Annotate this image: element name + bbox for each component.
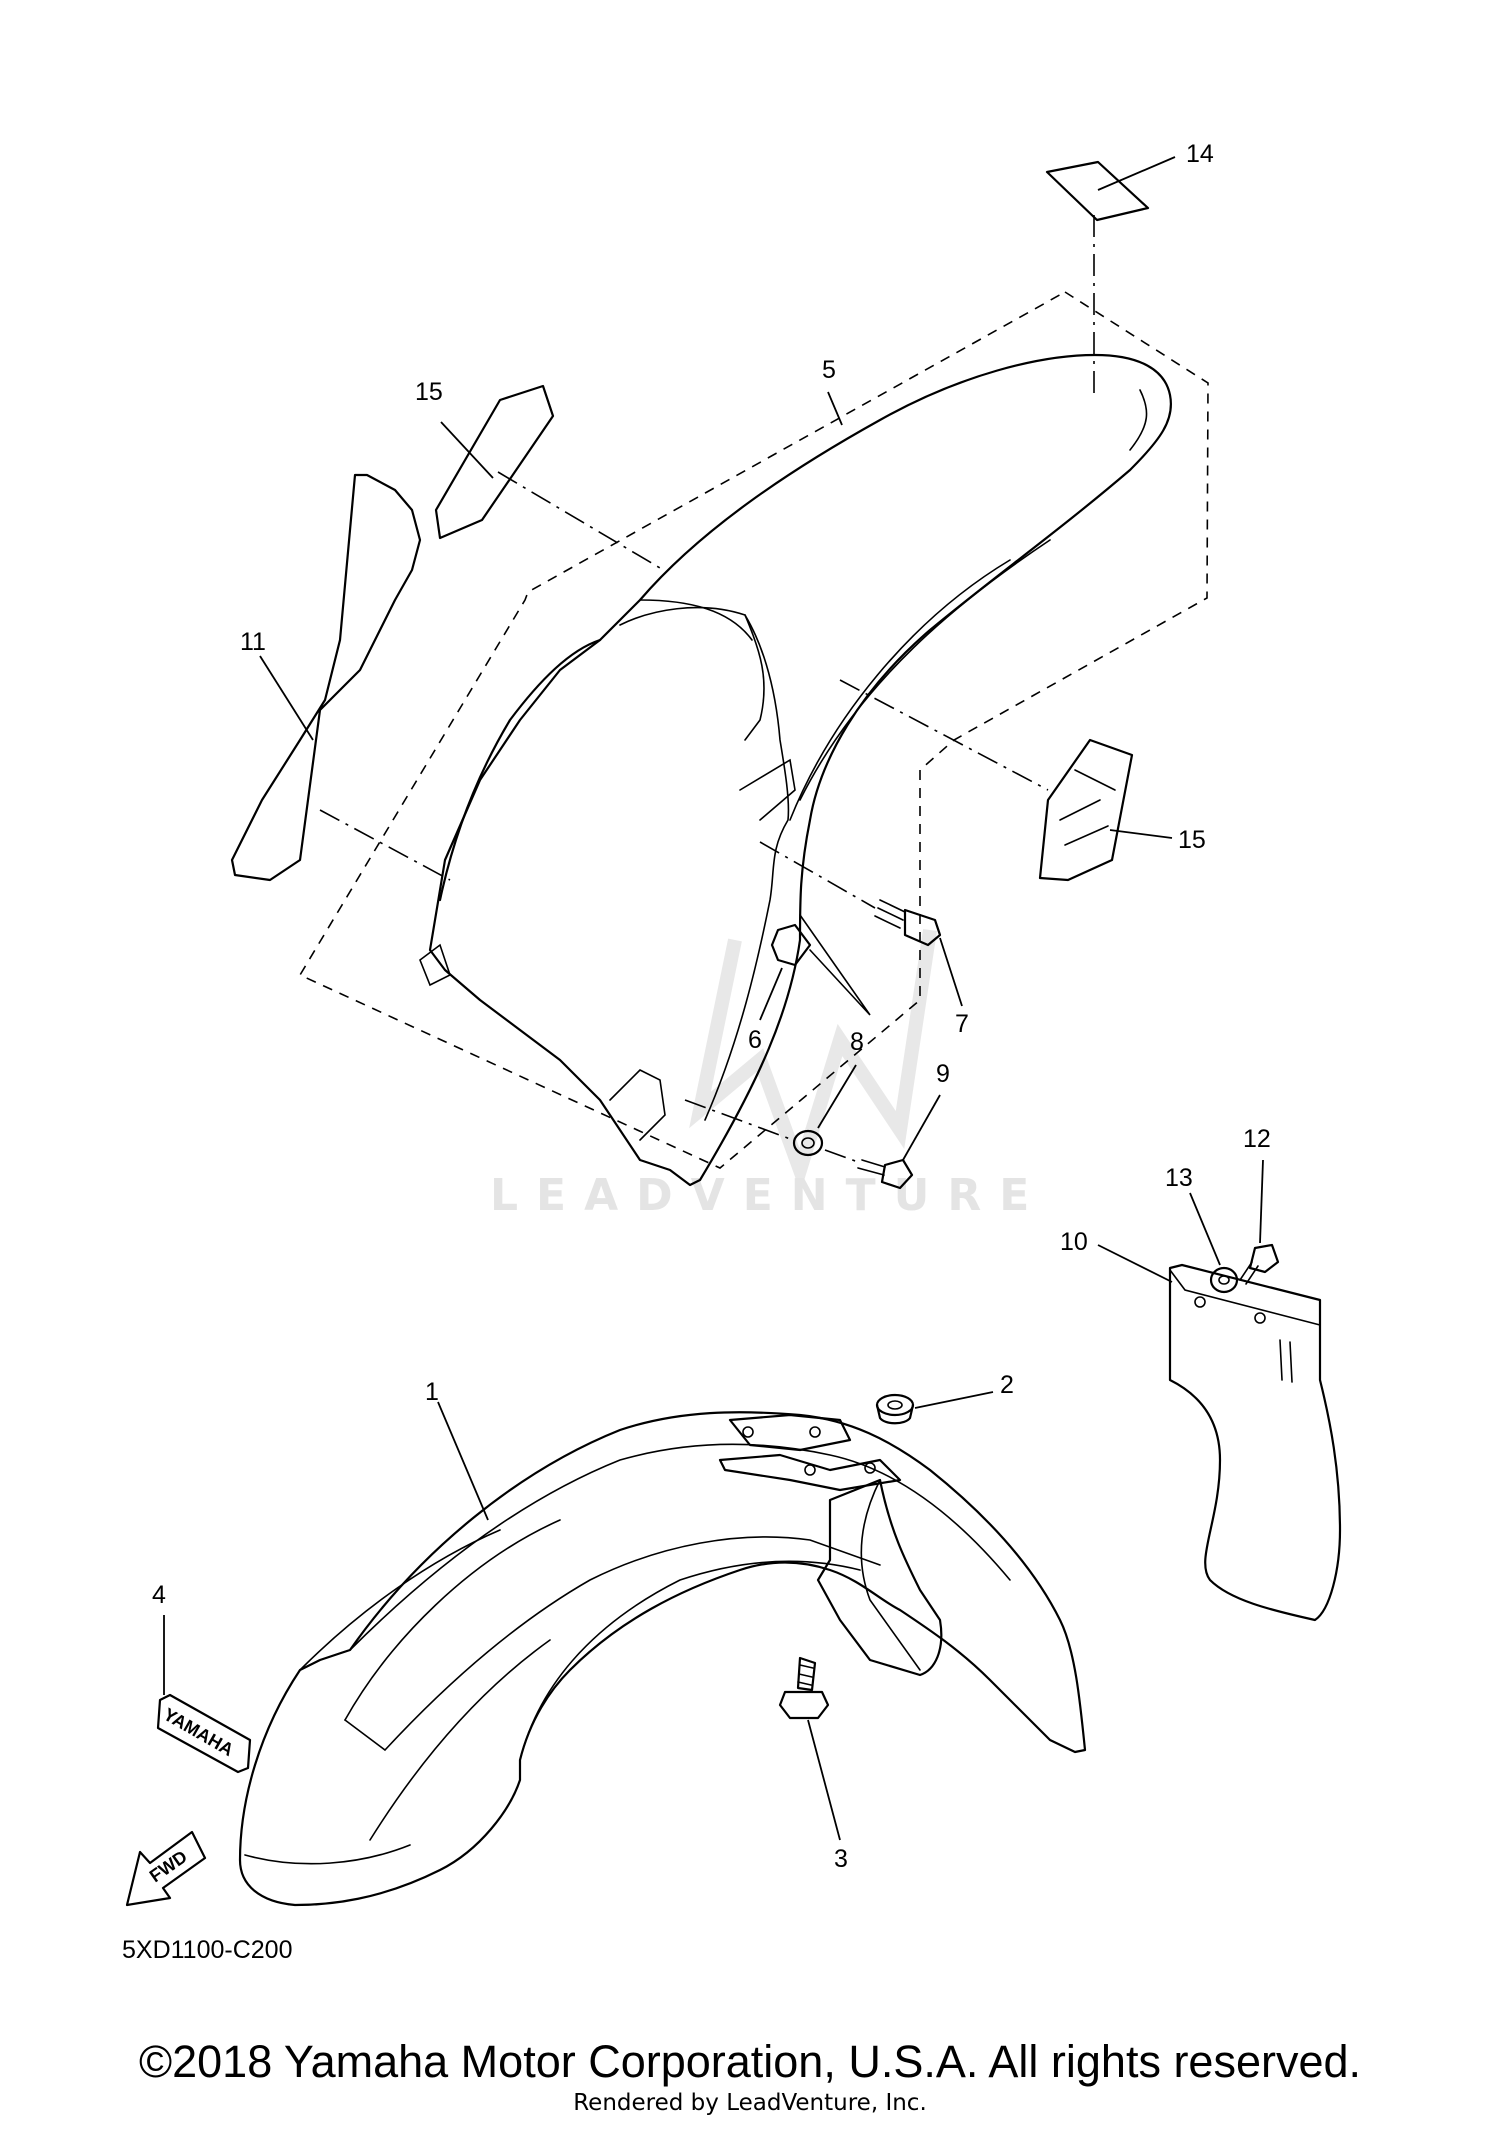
callout-15-left[interactable]: 15	[415, 378, 443, 406]
part-10-mud-flap[interactable]	[1168, 1263, 1342, 1622]
callout-2[interactable]: 2	[1000, 1371, 1014, 1399]
callout-15-right[interactable]: 15	[1178, 826, 1206, 854]
callout-6[interactable]: 6	[748, 1026, 762, 1054]
callout-10[interactable]: 10	[1060, 1228, 1088, 1256]
part-1-front-fender[interactable]	[238, 1411, 1087, 1907]
callout-8[interactable]: 8	[850, 1028, 864, 1056]
part-6-nut[interactable]	[770, 923, 812, 967]
leadventure-watermark: LEADVENTURE	[490, 928, 1047, 1221]
callout-11[interactable]: 11	[240, 628, 266, 656]
watermark-text: LEADVENTURE	[490, 1170, 1047, 1221]
part-3-bolt[interactable]	[778, 1656, 830, 1720]
part-14-decal[interactable]	[1045, 160, 1150, 222]
callout-1[interactable]: 1	[425, 1378, 439, 1406]
copyright-notice: ©2018 Yamaha Motor Corporation, U.S.A. A…	[138, 2036, 1362, 2087]
part-2-grommet[interactable]	[875, 1393, 915, 1425]
callout-5[interactable]: 5	[822, 356, 836, 384]
part-13-washer[interactable]	[1209, 1266, 1239, 1294]
part-12-screw[interactable]	[1239, 1243, 1280, 1285]
fwd-direction-arrow: FWD	[125, 1830, 207, 1907]
part-5-rear-fender[interactable]	[419, 353, 1173, 1187]
yamaha-decal-text: YAMAHA	[160, 1704, 237, 1760]
diagram-code: 5XD1100-C200	[122, 1936, 292, 1964]
callout-7[interactable]: 7	[955, 1010, 969, 1038]
callout-4[interactable]: 4	[152, 1581, 166, 1609]
part-7-bolt[interactable]	[874, 899, 942, 947]
rear-fender-assembly-box	[298, 291, 1209, 1169]
part-11-side-cover[interactable]	[230, 473, 422, 882]
part-9-screw[interactable]	[857, 1158, 914, 1190]
callout-13[interactable]: 13	[1165, 1164, 1193, 1192]
rendered-by-notice: Rendered by LeadVenture, Inc.	[573, 2090, 927, 2116]
callout-14[interactable]: 14	[1186, 140, 1214, 168]
part-15-side-decal-right[interactable]	[1038, 738, 1134, 882]
callout-12[interactable]: 12	[1243, 1125, 1271, 1153]
callout-3[interactable]: 3	[834, 1845, 848, 1873]
part-4-yamaha-decal[interactable]: YAMAHA	[156, 1693, 252, 1774]
part-8-collar[interactable]	[792, 1129, 824, 1157]
part-15-side-decal-left[interactable]	[434, 384, 555, 540]
callout-9[interactable]: 9	[936, 1060, 950, 1088]
fwd-arrow-label: FWD	[146, 1846, 191, 1886]
